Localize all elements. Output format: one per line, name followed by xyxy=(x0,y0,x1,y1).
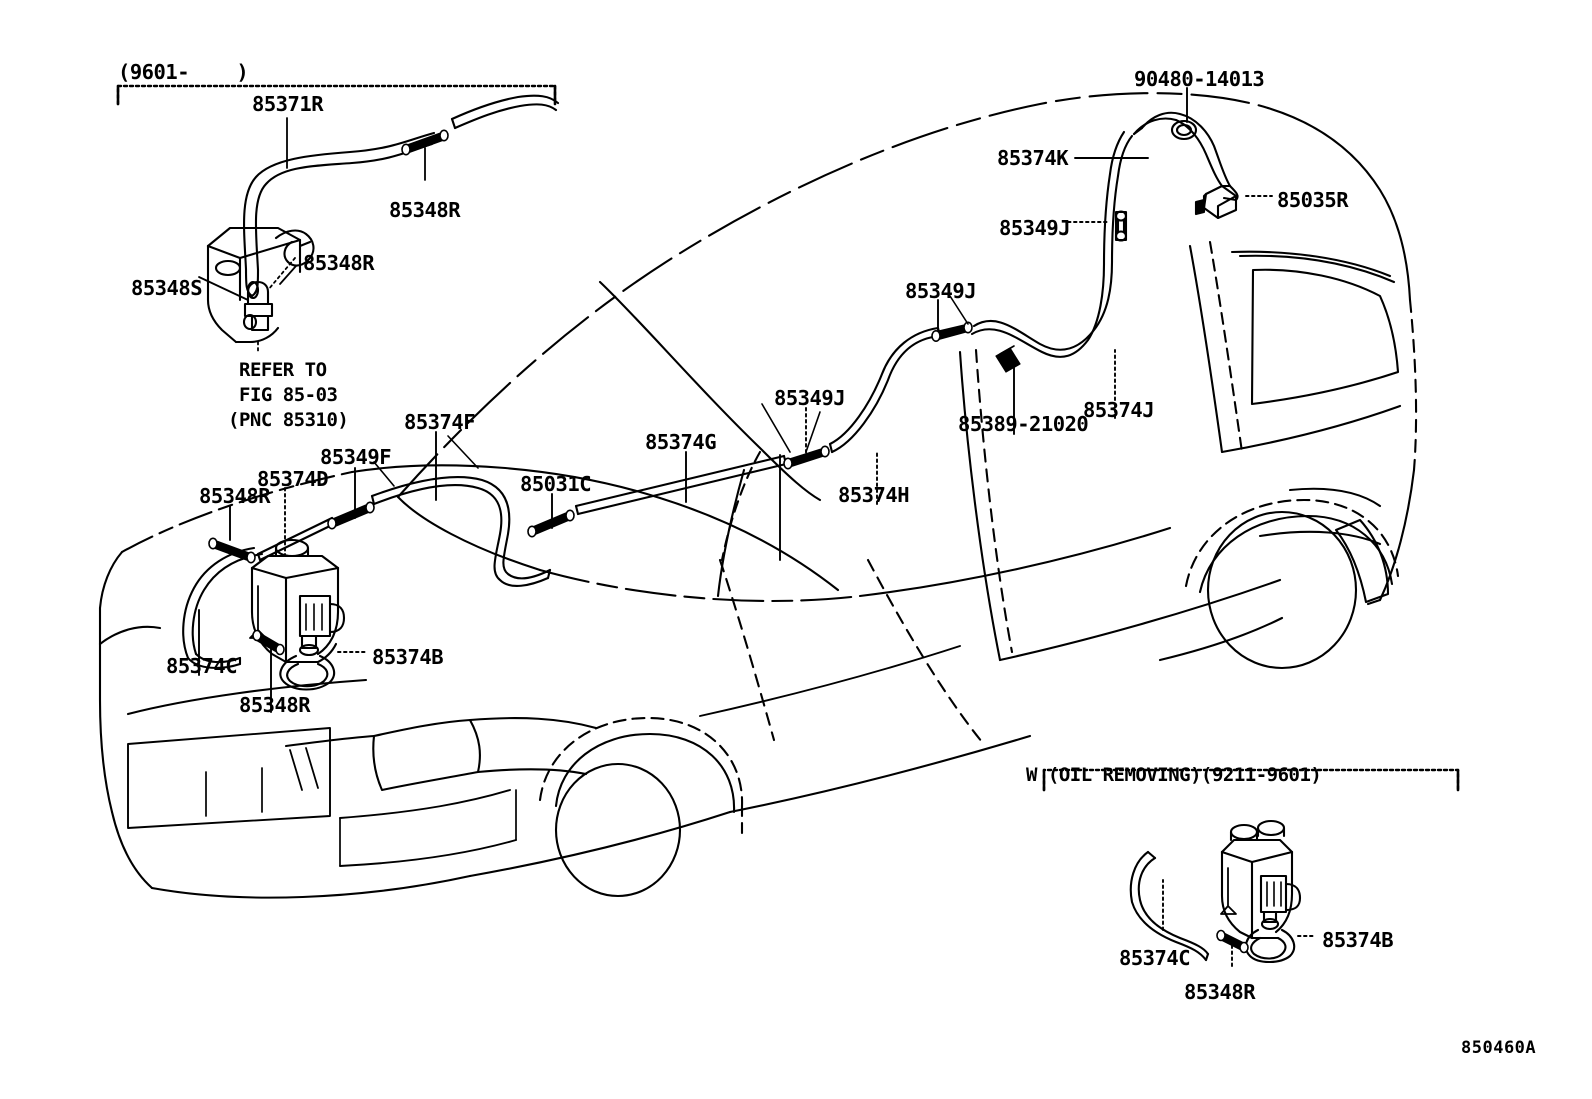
part-label-p28: 85374B xyxy=(1322,928,1394,952)
inset-header-top-left: (9601- ) xyxy=(118,60,249,84)
vehicle-outline xyxy=(98,92,1418,899)
part-label-p06: FIG 85-03 xyxy=(239,384,338,406)
part-label-p11: 85348R xyxy=(199,484,271,508)
part-label-p16: 85374H xyxy=(838,483,910,507)
part-label-p20: 85374K xyxy=(997,146,1069,170)
part-label-p26: 85374C xyxy=(1119,946,1191,970)
inset-bracket-top-left xyxy=(116,84,557,106)
part-label-p01: 85371R xyxy=(252,92,324,116)
diagram-figure-code: 850460A xyxy=(1461,1038,1537,1058)
part-label-p08: 85374F xyxy=(404,410,476,434)
part-label-p10: 85374D xyxy=(257,467,329,491)
part-label-p05: REFER TO xyxy=(239,359,327,381)
part-label-p27: 85348R xyxy=(1184,980,1256,1004)
part-label-p02: 85348R xyxy=(389,198,461,222)
assembly-front-washer-tank xyxy=(182,476,552,691)
inset-oil-removing-assembly xyxy=(1129,819,1302,964)
part-label-p19: 85349J xyxy=(999,216,1071,240)
inset-header-bottom-right: W (OIL REMOVING)(9211-9601) xyxy=(1026,764,1322,786)
assembly-roof-washer xyxy=(1114,111,1239,242)
part-label-p23: 85374C xyxy=(166,654,238,678)
part-label-p24: 85348R xyxy=(239,693,311,717)
leader-lines-inset-tl xyxy=(198,117,426,353)
part-label-p21: 90480-14013 xyxy=(1134,67,1265,91)
part-label-p13: 85374G xyxy=(645,430,717,454)
leader-lines-main xyxy=(198,87,1273,713)
part-label-p22: 85035R xyxy=(1277,188,1349,212)
part-label-p17: 85389-21020 xyxy=(958,412,1089,436)
inset-bracket-bottom-right xyxy=(1042,768,1460,792)
leader-lines-inset-br xyxy=(1162,879,1317,967)
part-label-p25: 85374B xyxy=(372,645,444,669)
part-label-p15: 85349J xyxy=(905,279,977,303)
part-label-p04: 85348S xyxy=(131,276,203,300)
assembly-cowl-tubes xyxy=(527,130,1134,538)
part-label-p09: 85349F xyxy=(320,445,392,469)
part-label-p12: 85031C xyxy=(520,472,592,496)
part-label-p14: 85349J xyxy=(774,386,846,410)
part-label-p03: 85348R xyxy=(303,251,375,275)
part-label-p07: (PNC 85310) xyxy=(228,409,349,431)
part-label-p18: 85374J xyxy=(1083,398,1155,422)
assembly-rear-washer-9601 xyxy=(206,94,560,344)
